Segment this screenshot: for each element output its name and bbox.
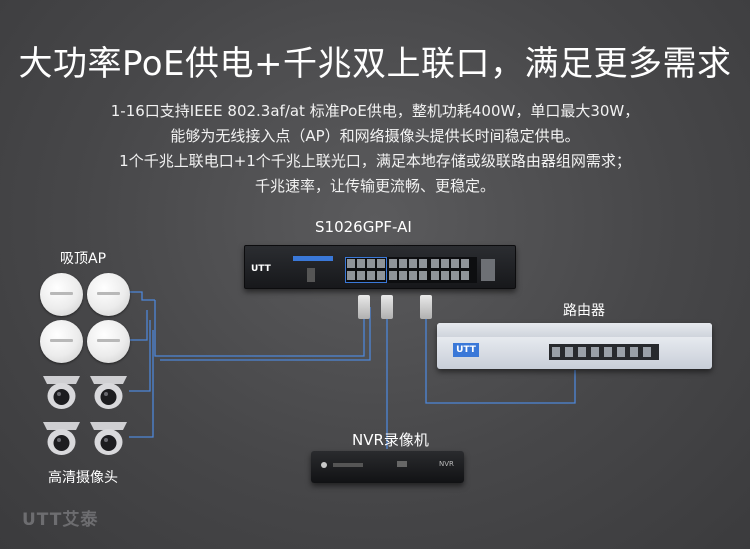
ceiling-ap-1 bbox=[40, 273, 83, 316]
description-line-1: 1-16口支持IEEE 802.3af/at 标准PoE供电，整机功耗400W，… bbox=[110, 102, 640, 120]
bus-line-2 bbox=[160, 307, 371, 361]
ceiling-ap-4 bbox=[87, 320, 130, 363]
dome-camera-2 bbox=[87, 370, 130, 413]
switch-sfp-port bbox=[481, 259, 495, 281]
switch-router-line bbox=[425, 318, 576, 404]
router: UTT bbox=[437, 323, 712, 369]
dome-camera-4 bbox=[87, 416, 130, 459]
switch-port-block bbox=[345, 257, 477, 283]
ap1-line bbox=[129, 291, 155, 301]
router-label: 路由器 bbox=[563, 303, 605, 319]
poe-cable-connector-2 bbox=[381, 295, 393, 319]
poe-switch: UTT bbox=[244, 245, 516, 289]
brand-watermark: UTT艾泰 bbox=[22, 510, 99, 530]
switch-led-panel bbox=[307, 268, 315, 282]
uplink-cable-connector bbox=[420, 295, 432, 319]
nvr-recorder: NVR bbox=[311, 451, 464, 483]
dome-camera-1 bbox=[40, 370, 83, 413]
router-brand-logo: UTT bbox=[453, 343, 479, 357]
router-port-block bbox=[549, 344, 659, 360]
ap2-line bbox=[129, 310, 148, 341]
nvr-label: NVR录像机 bbox=[352, 431, 429, 449]
description-line-4: 千兆速率，让传输更流畅、更稳定。 bbox=[254, 177, 495, 195]
cam1-line bbox=[129, 320, 151, 392]
nvr-power-icon bbox=[321, 462, 327, 468]
nvr-face-text: NVR bbox=[439, 460, 454, 468]
nvr-brand-strip bbox=[333, 463, 363, 467]
dome-camera-3 bbox=[40, 416, 83, 459]
switch-brand-stripe bbox=[293, 256, 333, 261]
switch-model-label: S1026GPF-AI bbox=[315, 218, 412, 236]
description-line-2: 能够为无线接入点（AP）和网络摄像头提供长时间稳定供电。 bbox=[170, 127, 580, 145]
router-top-panel bbox=[437, 323, 712, 337]
camera-group-label: 高清摄像头 bbox=[48, 470, 118, 486]
bus-line bbox=[154, 300, 365, 357]
cam2-line bbox=[129, 330, 154, 438]
description-line-3: 1个千兆上联电口+1个千兆上联光口，满足本地存储或级联路由器组网需求； bbox=[119, 152, 631, 170]
ceiling-ap-2 bbox=[87, 273, 130, 316]
ap-group-label: 吸顶AP bbox=[60, 251, 107, 267]
headline: 大功率PoE供电+千兆双上联口，满足更多需求 bbox=[18, 44, 732, 84]
poe-cable-connector-1 bbox=[358, 295, 370, 319]
ceiling-ap-3 bbox=[40, 320, 83, 363]
nvr-usb-port bbox=[397, 461, 407, 467]
switch-brand-logo: UTT bbox=[251, 264, 271, 274]
